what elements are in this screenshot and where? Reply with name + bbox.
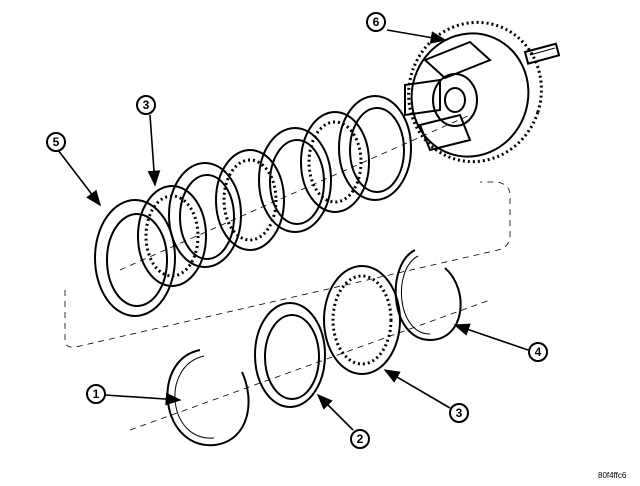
reaction-plate-5 [94,199,176,317]
snap-ring-4 [394,249,462,342]
callout-1: 1 [86,384,106,404]
svg-text:2: 2 [357,432,364,446]
clutch-retainer-drum [404,20,561,164]
centerline-upper [119,114,471,271]
assembly-dashed-outline [64,181,511,348]
callout-6: 6 [366,12,386,32]
svg-text:6: 6 [373,15,380,29]
figure-code: 80f4ffc6 [598,471,627,480]
centerline [129,299,491,431]
svg-text:4: 4 [535,345,542,359]
upper-clutch-stack [94,95,412,317]
svg-text:3: 3 [456,406,463,420]
svg-text:3: 3 [143,98,150,112]
callout-3-lower: 3 [449,403,469,423]
callout-4: 4 [528,342,548,362]
svg-text:5: 5 [53,135,60,149]
callout-5: 5 [46,132,66,152]
snap-ring-1 [166,349,250,447]
callout-2: 2 [350,429,370,449]
friction-disc-3-lower [323,265,401,375]
svg-text:1: 1 [93,387,100,401]
callout-3-upper: 3 [136,95,156,115]
pressure-plate-2 [254,302,326,408]
